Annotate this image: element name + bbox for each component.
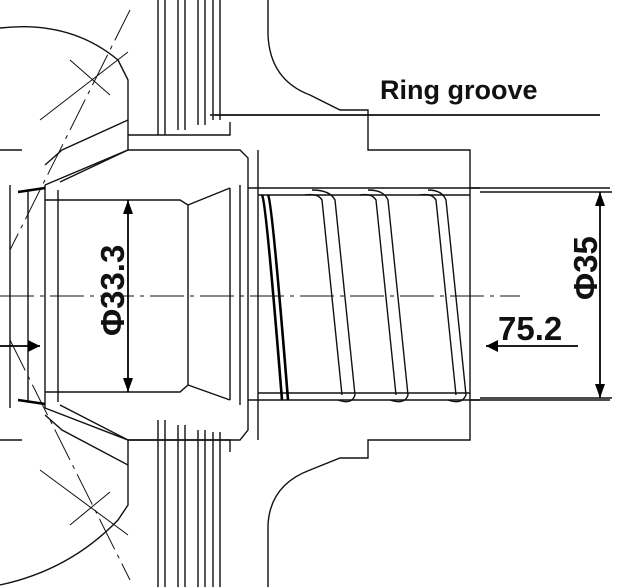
coil-spring: [260, 189, 467, 403]
dim-position: [0, 340, 578, 352]
dim-outer-diameter: [480, 191, 612, 399]
left-ring-body: [0, 9, 131, 586]
bushing: [9, 149, 249, 441]
vertical-plates: [128, 0, 231, 587]
ring-groove-label: Ring groove: [380, 75, 538, 105]
dim-inner-diameter: [123, 200, 133, 392]
outer-diameter-label: Φ35: [567, 236, 604, 300]
position-label: 75.2: [498, 310, 562, 347]
bore-tube: [248, 187, 610, 401]
inner-diameter-label: Φ33.3: [94, 245, 131, 336]
